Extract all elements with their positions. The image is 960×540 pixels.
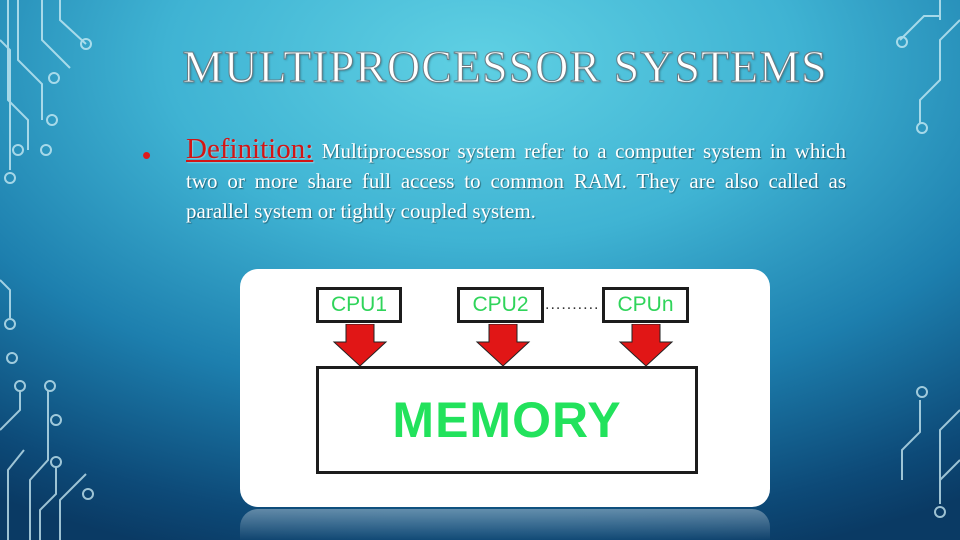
cpu-box-2: CPU2 <box>457 287 544 323</box>
memory-box: MEMORY <box>316 366 698 474</box>
slide-title: MULTIPROCESSOR SYSTEMS <box>182 41 828 93</box>
down-arrow-icon <box>618 324 674 367</box>
definition-label: Definition: <box>186 133 314 165</box>
down-arrow-icon <box>475 324 531 367</box>
definition-text: Multiprocessor system refer to a compute… <box>186 139 846 223</box>
diagram-reflection <box>240 509 770 540</box>
cpu-box-1: CPU1 <box>316 287 402 323</box>
cpu-ellipsis: .......... <box>545 296 600 313</box>
cpu-box-n: CPUn <box>602 287 689 323</box>
bullet-dot: • <box>142 140 152 170</box>
definition-paragraph: Definition: Multiprocessor system refer … <box>186 134 846 226</box>
down-arrow-icon <box>332 324 388 367</box>
